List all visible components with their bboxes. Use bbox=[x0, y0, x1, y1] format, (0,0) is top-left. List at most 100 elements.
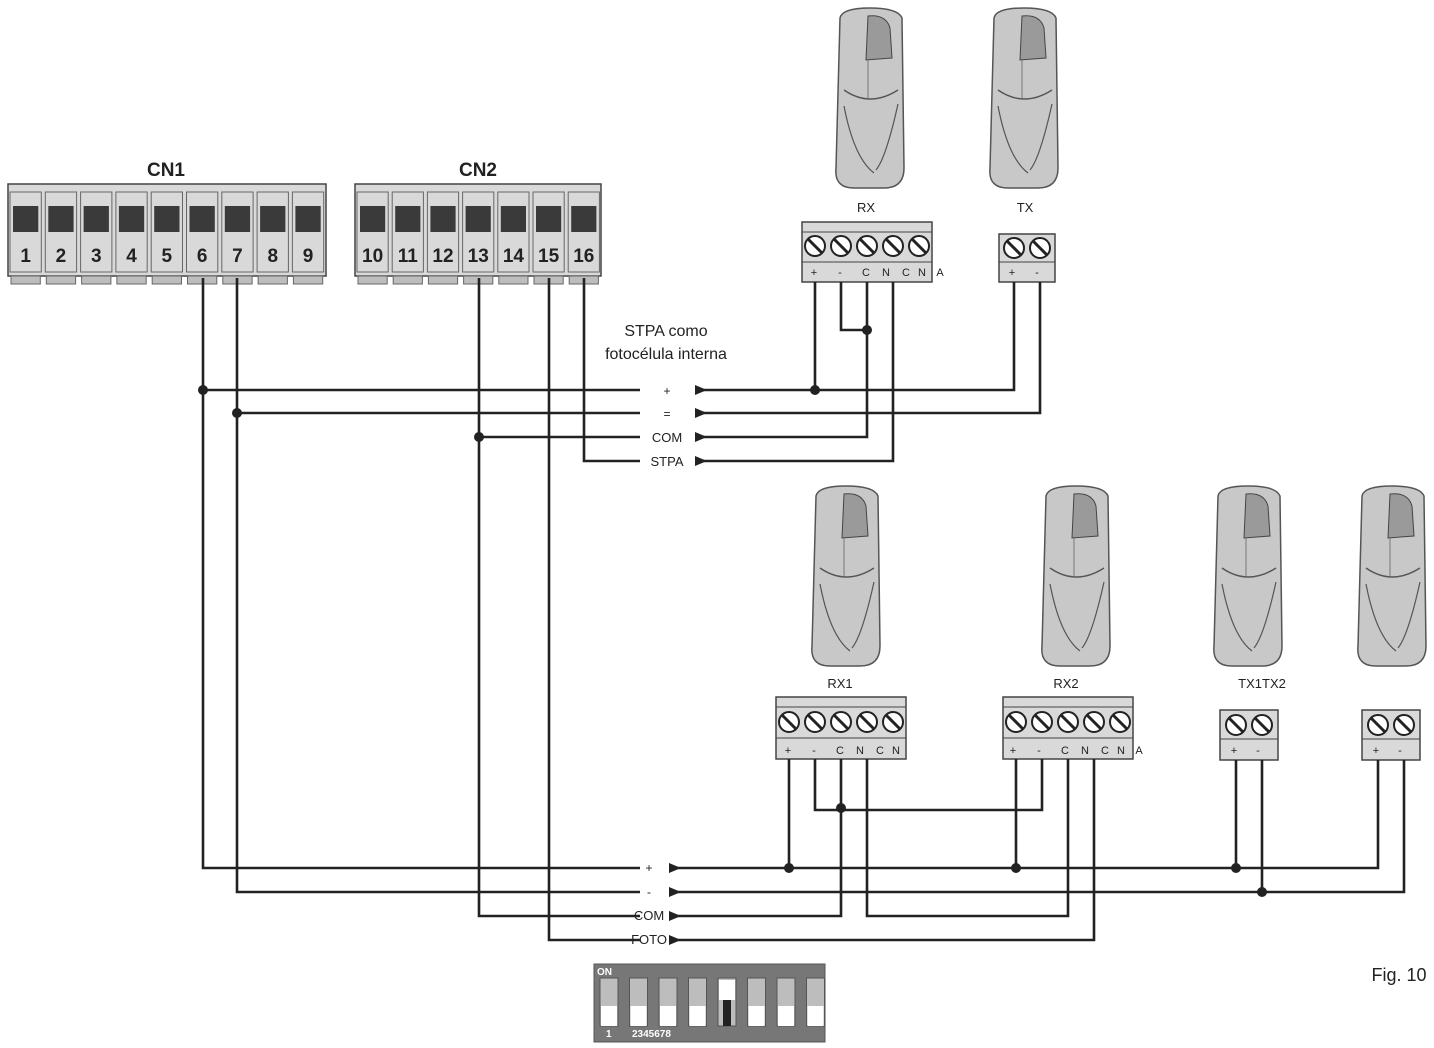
tx2-terminal-label: + bbox=[1373, 745, 1379, 757]
cn1-pin-number: 8 bbox=[267, 246, 278, 267]
rx2-terminal-label: N bbox=[1081, 745, 1089, 757]
cn2-pin-number: 16 bbox=[573, 246, 594, 267]
rx-terminal-label: C bbox=[902, 267, 910, 279]
rx1-terminal-label: C bbox=[836, 745, 844, 757]
rx2-terminal-label: N bbox=[1117, 745, 1125, 757]
rx2-label: RX2 bbox=[1053, 676, 1078, 691]
tx-terminal-label: + bbox=[1009, 267, 1015, 279]
cn1-pin-9: 9 bbox=[291, 191, 325, 285]
upper-bus-stpa: STPA bbox=[651, 454, 684, 469]
upper-bus-minus: = bbox=[663, 407, 670, 421]
rx-terminal-label: A bbox=[936, 267, 944, 279]
dip-lever-4 bbox=[688, 977, 707, 1027]
cn2-pin-number: 10 bbox=[362, 246, 383, 267]
tx-label: TX bbox=[1017, 200, 1034, 215]
cn2-pin-15: 15 bbox=[532, 191, 565, 285]
cn2-pin-11: 11 bbox=[391, 191, 424, 285]
cn1-pin-7: 7 bbox=[221, 191, 254, 285]
cn2-connector: 10 11 12 13 14 15 16 bbox=[354, 183, 602, 285]
cn1-pin-number: 1 bbox=[20, 246, 31, 267]
dip-on-label: ON bbox=[597, 967, 612, 978]
cn2-pin-number: 15 bbox=[538, 246, 560, 267]
cn1-pin-3: 3 bbox=[80, 191, 113, 285]
rx1-terminal-label: N bbox=[892, 745, 900, 757]
rx2-terminal-label: + bbox=[1010, 745, 1016, 757]
dip-number-1: 1 bbox=[606, 1029, 612, 1040]
cn2-pin-number: 11 bbox=[398, 246, 419, 267]
cn1-pin-number: 7 bbox=[232, 246, 243, 267]
cn2-pin-number: 13 bbox=[468, 246, 489, 267]
rx1-sensor-icon bbox=[811, 485, 881, 667]
tx1-terminal-block: +- bbox=[1219, 709, 1279, 761]
upper-bus-com: COM bbox=[652, 430, 682, 445]
tx1-terminal-label: - bbox=[1256, 745, 1260, 757]
rx-terminal-label: N bbox=[918, 267, 926, 279]
dip-lever-5 bbox=[717, 977, 737, 1027]
dip-switch: ON 1 2345678 bbox=[593, 963, 826, 1043]
tx1-sensor-icon bbox=[1213, 485, 1283, 667]
cn1-pin-2: 2 bbox=[44, 191, 78, 285]
dip-numbers: 2345678 bbox=[632, 1029, 671, 1040]
rx1-terminal-label: C bbox=[876, 745, 884, 757]
dip-lever-2 bbox=[629, 977, 648, 1027]
cn2-pin-13: 13 bbox=[462, 191, 495, 285]
cn2-label: CN2 bbox=[459, 160, 497, 181]
dip-lever-7 bbox=[776, 977, 796, 1027]
rx1-terminal-label: - bbox=[812, 745, 816, 757]
tx1tx2-label: TX1TX2 bbox=[1238, 676, 1286, 691]
cn1-pin-number: 9 bbox=[303, 246, 314, 267]
cn2-pin-number: 14 bbox=[503, 246, 525, 267]
cn1-pin-5: 5 bbox=[150, 191, 183, 285]
rx-terminal-label: - bbox=[838, 267, 842, 279]
lower-bus-com: COM bbox=[634, 908, 664, 923]
rx-terminal-label: N bbox=[882, 267, 890, 279]
lower-bus-minus: - bbox=[647, 885, 651, 899]
cn1-pin-number: 4 bbox=[126, 246, 137, 267]
rx2-sensor-icon bbox=[1041, 485, 1111, 667]
rx1-terminal-label: N bbox=[856, 745, 864, 757]
rx2-terminal-label: C bbox=[1101, 745, 1109, 757]
note-line-1: STPA como bbox=[624, 323, 707, 340]
lower-wiring bbox=[669, 759, 1406, 945]
cn1-pin-number: 6 bbox=[197, 246, 208, 267]
tx-sensor-icon bbox=[989, 7, 1059, 189]
rx2-terminal-label: A bbox=[1135, 745, 1143, 757]
cn1-pin-1: 1 bbox=[9, 191, 42, 285]
figure-label: Fig. 10 bbox=[1371, 965, 1426, 985]
dip-lever-3 bbox=[658, 977, 678, 1027]
dip-lever-1 bbox=[599, 977, 619, 1027]
cn1-label: CN1 bbox=[147, 160, 185, 181]
rx1-label: RX1 bbox=[827, 676, 852, 691]
cn1-pin-6: 6 bbox=[186, 191, 219, 285]
tx2-sensor-icon bbox=[1357, 485, 1427, 667]
lower-bus-foto: FOTO bbox=[631, 932, 667, 947]
dip-lever-8 bbox=[806, 977, 825, 1027]
cn1-pin-number: 2 bbox=[56, 246, 67, 267]
cn2-pin-14: 14 bbox=[497, 191, 530, 285]
dip-lever-6 bbox=[747, 977, 766, 1027]
cn2-pin-10: 10 bbox=[356, 191, 389, 285]
cn1-pin-number: 3 bbox=[91, 246, 102, 267]
tx2-terminal-label: - bbox=[1398, 745, 1402, 757]
cn1-pin-4: 4 bbox=[115, 191, 148, 285]
tx-terminal-label: - bbox=[1035, 267, 1039, 279]
rx2-terminal-label: - bbox=[1037, 745, 1041, 757]
cn2-pin-16: 16 bbox=[567, 191, 600, 285]
rx-terminal-label: + bbox=[811, 267, 817, 279]
tx1-terminal-label: + bbox=[1231, 745, 1237, 757]
cn2-pin-number: 12 bbox=[432, 246, 453, 267]
rx-sensor-icon bbox=[835, 7, 905, 189]
tx-terminal-block: +- bbox=[998, 233, 1056, 283]
cn1-pin-number: 5 bbox=[162, 246, 173, 267]
note-line-2: fotocélula interna bbox=[605, 346, 727, 363]
rx1-terminal-label: + bbox=[785, 745, 791, 757]
tx2-terminal-block: +- bbox=[1361, 709, 1421, 761]
cn1-pin-8: 8 bbox=[256, 191, 289, 285]
cn2-pin-12: 12 bbox=[426, 191, 460, 285]
rx-label: RX bbox=[857, 200, 875, 215]
upper-bus-plus: + bbox=[663, 384, 670, 398]
